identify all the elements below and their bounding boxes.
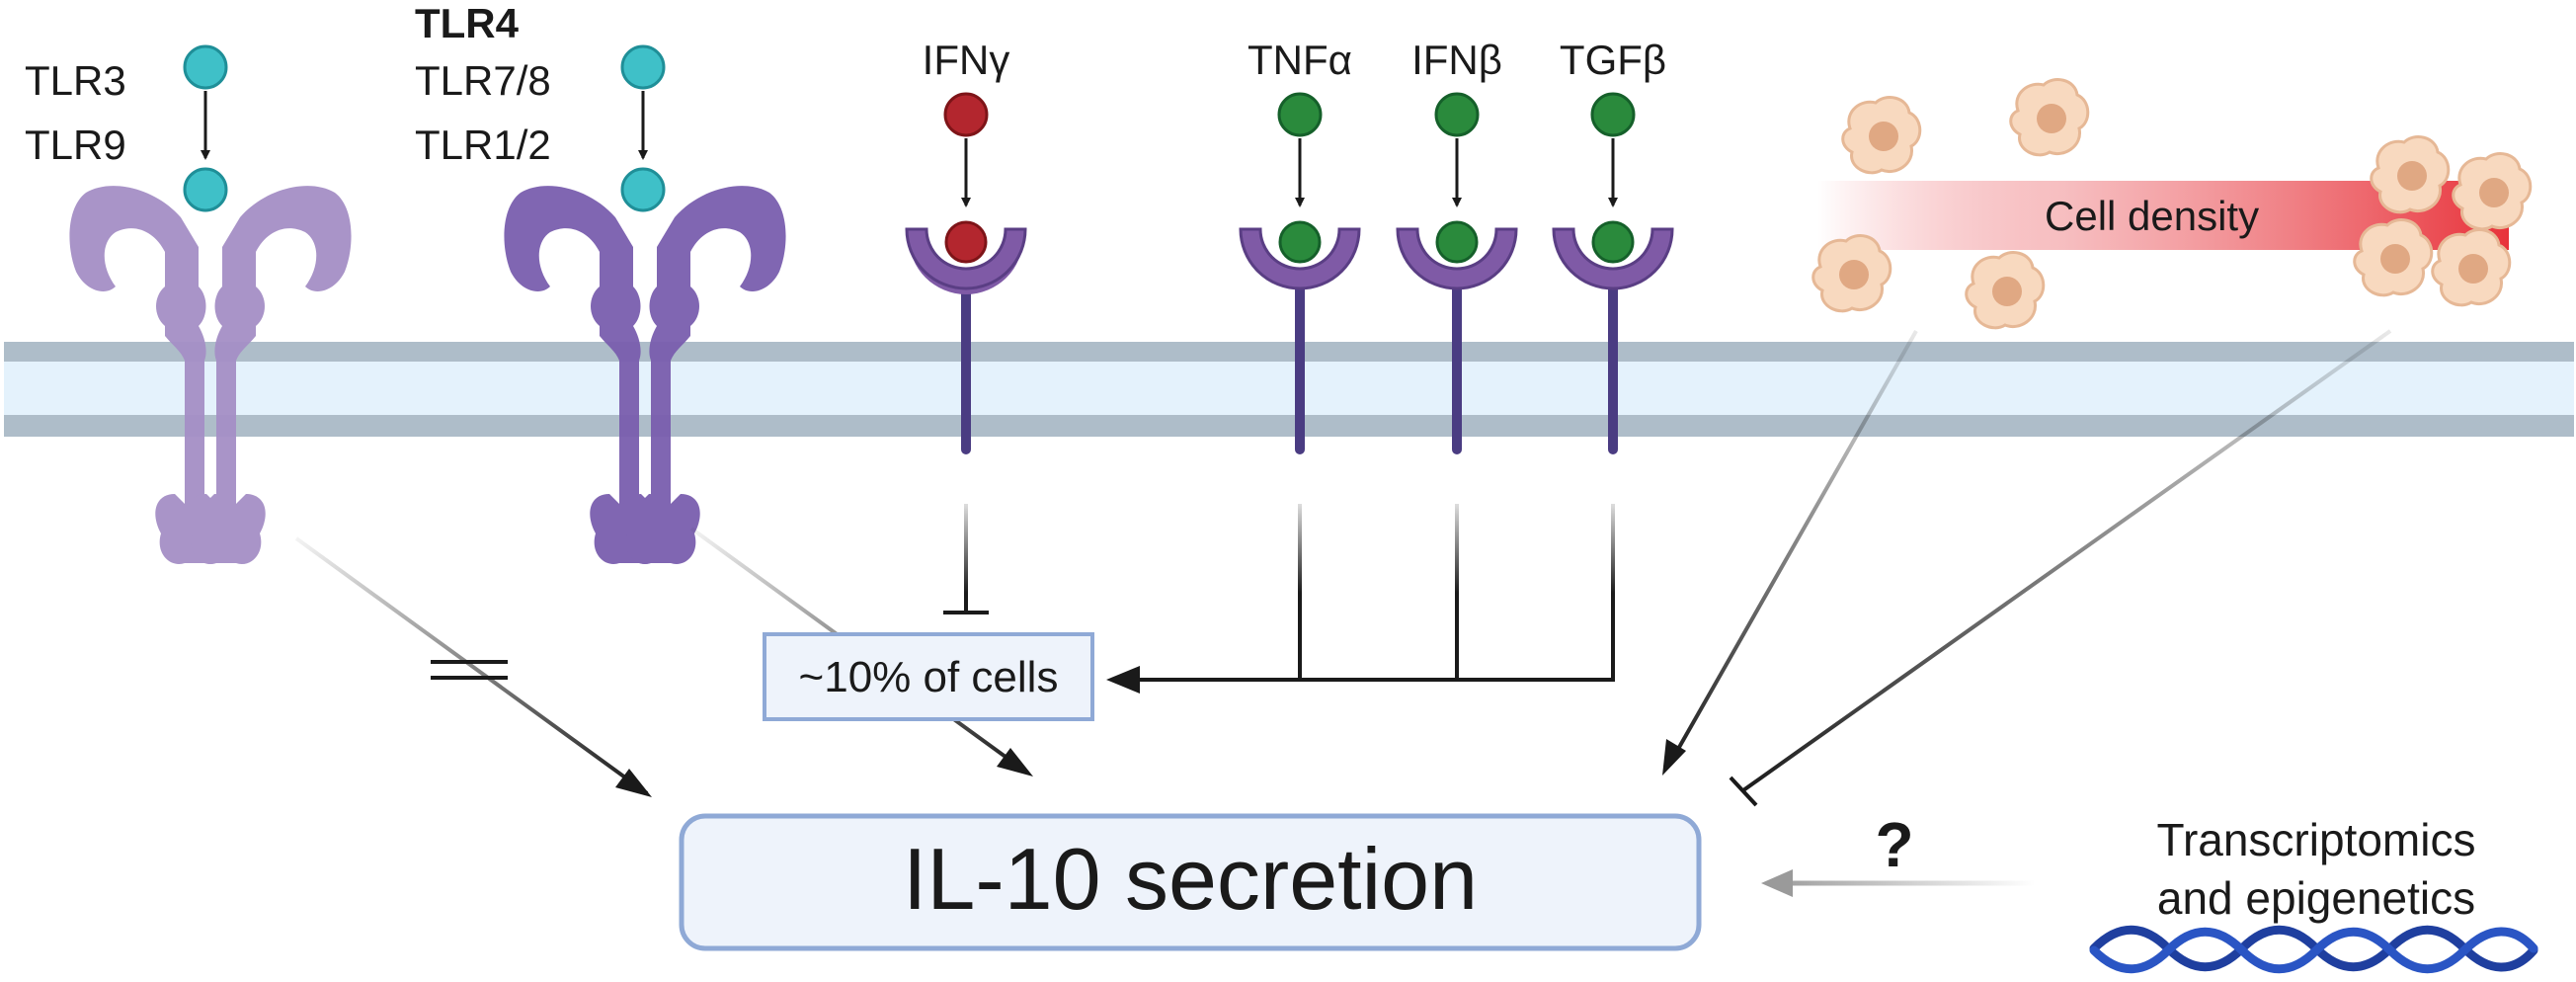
dna-helix-icon [2089,925,2538,974]
tgfb-ligand-icon [1590,92,1636,264]
ifng-receptor [905,227,1027,454]
cell-density-label: Cell density [2045,193,2259,239]
ifnb-receptor [1396,227,1518,454]
cell-icon [2009,78,2090,157]
tlr12-label: TLR1/2 [415,122,551,168]
ifng-inhibition [943,504,989,614]
cell-density-activation-arrow [1662,330,1918,776]
omics-arrow: ? [1761,809,2035,897]
cell-density-inhibition-arrow [1729,329,2392,807]
tlr3-arrow [294,536,652,797]
il10-label: IL-10 secretion [903,830,1478,928]
cell-icon [2353,218,2434,297]
tlr9-label: TLR9 [25,122,126,168]
cell-icon [2431,228,2512,307]
tnfa-label: TNFα [1248,37,1352,83]
cytokine-converging-arrow [1106,504,1615,694]
tgfb-label: TGFβ [1560,37,1666,83]
ifnb-label: IFNβ [1411,37,1502,83]
tnfa-ligand-icon [1277,92,1323,264]
tgfb-receptor [1552,227,1674,454]
ifng-label: IFNγ [923,37,1010,83]
tnfa-receptor [1239,227,1361,454]
cell-icon [1811,234,1892,313]
cell-icon [2370,135,2451,214]
tlr3-label: TLR3 [25,57,126,104]
tlr4-ligand-icon [620,44,666,212]
cell-icon [1841,96,1922,175]
cell-icons [1811,78,2533,330]
ifnb-ligand-icon [1434,92,1480,264]
il10-secretion-box: IL-10 secretion [679,813,1702,951]
tlr78-label: TLR7/8 [415,57,551,104]
cell-icon [1965,251,2046,330]
cell-icon [2452,152,2533,231]
tlr4-label: TLR4 [415,0,520,46]
percent-cells-box: ~10% of cells [763,632,1094,721]
ifng-ligand-icon [943,92,989,264]
omics-label-line2: and epigenetics [2157,872,2475,924]
tlr3-ligand-icon [183,44,228,212]
cell-membrane [4,342,2574,437]
percent-cells-label: ~10% of cells [799,653,1059,701]
omics-label-line1: Transcriptomics [2157,814,2476,865]
question-mark: ? [1875,809,1913,880]
